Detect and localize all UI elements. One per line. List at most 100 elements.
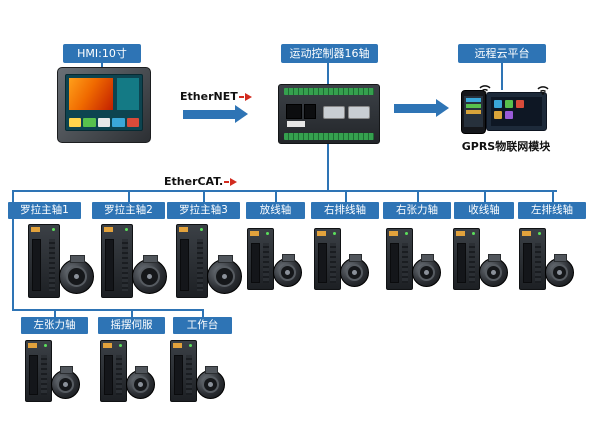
device-tag — [287, 121, 305, 127]
flow-arrow — [183, 110, 235, 119]
hmi-button — [112, 118, 125, 127]
tablet-app-icon — [516, 100, 524, 108]
drive-led — [405, 232, 408, 235]
hmi-button — [69, 118, 82, 127]
servo-unit — [519, 228, 577, 300]
hmi-device — [57, 67, 151, 143]
drive-vent — [116, 355, 122, 395]
wifi-icon — [537, 86, 549, 95]
drive-tag — [28, 343, 37, 348]
ethercat-logo: EtherCAT. — [164, 175, 238, 188]
phone-screen-row — [466, 104, 481, 108]
motor-shaft — [491, 270, 496, 275]
drive-terminal — [251, 243, 260, 283]
drive-tag — [31, 227, 40, 232]
drive-tag — [250, 231, 259, 236]
cloud-platform-label: 远程云平台 — [458, 44, 546, 63]
connector-line — [203, 190, 205, 203]
servo-drive — [176, 224, 208, 298]
motor-shaft — [63, 382, 68, 387]
drive-tag — [104, 227, 113, 232]
hmi-button — [126, 118, 140, 127]
connector-line — [12, 190, 14, 311]
servo-unit — [247, 228, 305, 300]
axis-label-right-tension: 右张力轴 — [383, 202, 451, 219]
servo-unit — [176, 224, 246, 306]
motor-connector — [282, 254, 295, 262]
wifi-icon — [479, 85, 491, 94]
connector-line — [54, 309, 56, 318]
servo-motor — [207, 255, 242, 294]
drive-led — [44, 344, 47, 347]
servo-motor — [126, 366, 155, 399]
motor-connector — [205, 366, 218, 374]
ethernet-logo-arrow-icon — [238, 95, 244, 98]
hmi-label: HMI:10寸 — [63, 44, 141, 63]
servo-unit — [101, 224, 171, 306]
drive-terminal — [29, 355, 38, 395]
servo-motor — [479, 254, 508, 287]
drive-led — [52, 228, 55, 231]
connector-line — [101, 63, 103, 68]
drive-led — [119, 344, 122, 347]
ethernet-logo-arrow-icon — [244, 92, 252, 101]
ethernet-port — [286, 104, 302, 119]
ethercat-logo-text: EtherCAT. — [164, 175, 224, 188]
drive-vent — [197, 239, 203, 291]
hmi-screen-panel — [117, 78, 139, 110]
servo-unit — [386, 228, 444, 300]
connector-line — [131, 309, 133, 318]
connector-line — [552, 190, 554, 203]
connector-line — [12, 309, 204, 311]
motor-connector — [69, 255, 86, 263]
drive-vent — [263, 243, 269, 283]
drive-terminal — [105, 239, 114, 291]
drive-vent — [535, 243, 541, 283]
servo-drive — [519, 228, 546, 290]
connector-line — [275, 190, 277, 203]
connector-line — [128, 190, 130, 203]
ethernet-logo-text: EtherNET — [180, 90, 238, 103]
servo-drive — [28, 224, 60, 298]
ethercat-logo-arrow-icon — [230, 177, 238, 186]
motor-shaft — [146, 273, 153, 280]
drive-terminal — [180, 239, 189, 291]
tablet-app-icon — [505, 111, 513, 119]
drive-tag — [179, 227, 188, 232]
terminal-strip — [284, 88, 374, 95]
drive-terminal — [457, 243, 466, 283]
drive-tag — [522, 231, 531, 236]
drive-terminal — [104, 355, 113, 395]
servo-drive — [386, 228, 413, 290]
drive-tag — [389, 231, 398, 236]
drive-vent — [330, 243, 336, 283]
axis-label-payoff: 放线轴 — [246, 202, 305, 219]
drive-led — [472, 232, 475, 235]
connector-line — [202, 309, 204, 318]
hmi-button — [97, 118, 111, 127]
motor-shaft — [424, 270, 429, 275]
drive-vent — [186, 355, 192, 395]
flow-arrow-head-icon — [235, 105, 248, 123]
servo-drive — [314, 228, 341, 290]
motor-shaft — [352, 270, 357, 275]
drive-terminal — [174, 355, 183, 395]
hmi-screen-chart — [69, 78, 113, 110]
drive-led — [333, 232, 336, 235]
motion-controller-label: 运动控制器16轴 — [281, 44, 378, 63]
axis-label-swing-servo: 摇摆伺服 — [98, 317, 165, 334]
axis-label-left-tension: 左张力轴 — [21, 317, 88, 334]
dsub-connector — [348, 106, 370, 119]
servo-motor — [59, 255, 94, 294]
servo-unit — [314, 228, 372, 300]
connector-line — [417, 190, 419, 203]
servo-unit — [25, 340, 83, 412]
flow-arrow — [394, 104, 436, 113]
servo-motor — [273, 254, 302, 287]
motor-connector — [217, 255, 234, 263]
drive-led — [266, 232, 269, 235]
motor-shaft — [73, 273, 80, 280]
drive-vent — [402, 243, 408, 283]
servo-unit — [100, 340, 158, 412]
